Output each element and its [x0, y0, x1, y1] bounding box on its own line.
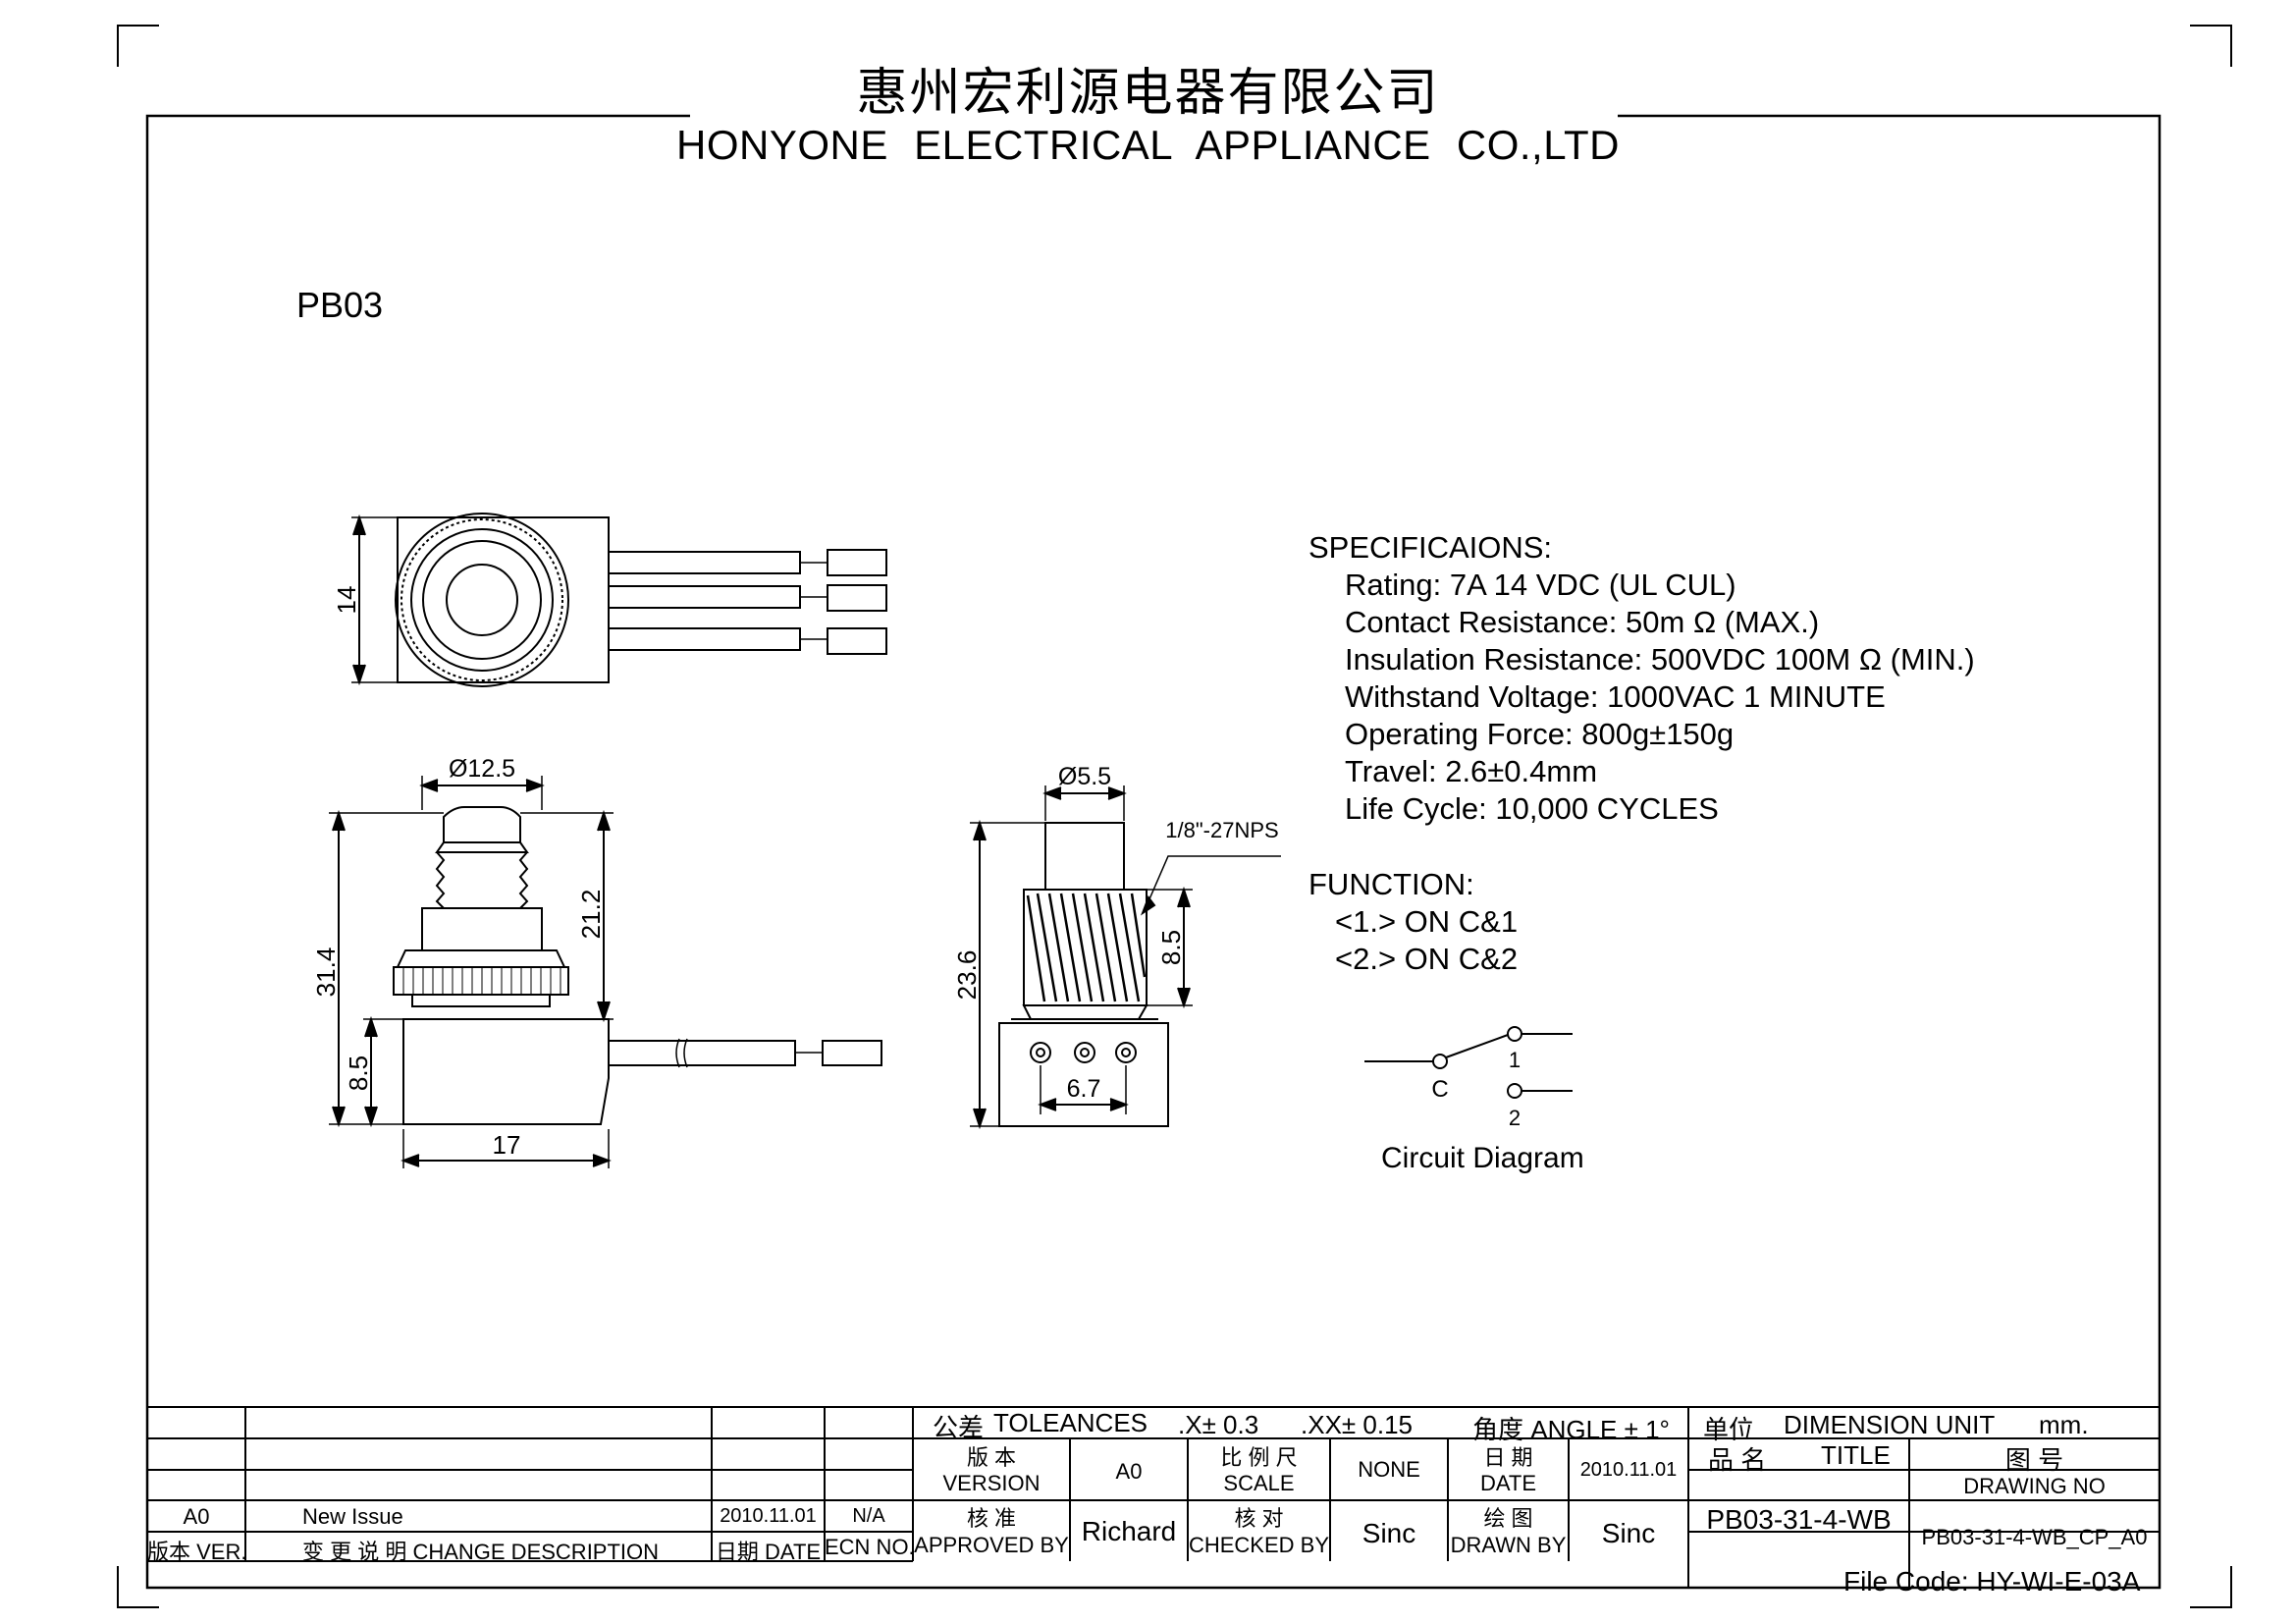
dim-width-top-label: 14 [332, 586, 361, 615]
circuit-pos1-label: 1 [1509, 1048, 1521, 1072]
function-heading: FUNCTION: [1308, 867, 1474, 901]
dim-upper-height-label: 21.2 [576, 890, 606, 940]
drawn-label: DRAWN BY [1450, 1533, 1567, 1557]
version-label: VERSION [942, 1471, 1041, 1495]
company-name-chinese: 惠州宏利源电器有限公司 [856, 64, 1440, 123]
revision-version: A0 [183, 1504, 210, 1529]
spec-insulation-resistance: Insulation Resistance: 500VDC 100M Ω (MI… [1345, 642, 1975, 677]
title-block-grid [147, 1406, 2160, 1588]
scale-label: SCALE [1223, 1471, 1295, 1495]
dim-body-height-label: 8.5 [344, 1056, 373, 1091]
dim-side-height-label: 23.6 [952, 950, 982, 1001]
revision-description: New Issue [302, 1504, 403, 1529]
drawing-frame [145, 114, 2162, 1590]
date-label-cn: 日 期 [1483, 1445, 1533, 1470]
dim-total-height-label: 31.4 [311, 947, 341, 998]
drawn-by-value: Sinc [1601, 1518, 1656, 1548]
company-name-english: HONYONE ELECTRICAL APPLIANCE CO.,LTD [676, 122, 1620, 168]
dim-body-width-label: 17 [493, 1130, 521, 1160]
function-line-2: <2.> ON C&2 [1335, 942, 1519, 976]
checked-by-value: Sinc [1362, 1518, 1416, 1548]
drawn-label-cn: 绘 图 [1483, 1506, 1533, 1531]
header-change-description: 变 更 说 明 CHANGE DESCRIPTION [302, 1540, 660, 1564]
angle-tolerance: 角度 ANGLE ± 1° [1472, 1415, 1670, 1444]
unit-label: DIMENSION UNIT [1784, 1410, 1996, 1439]
revision-date: 2010.11.01 [720, 1505, 817, 1527]
circuit-diagram [1364, 1026, 1573, 1099]
header-version: 版本 VER. [147, 1540, 247, 1564]
tolerance-x: .X± 0.3 [1178, 1410, 1259, 1439]
circuit-diagram-caption: Circuit Diagram [1381, 1142, 1584, 1174]
title-value: PB03-31-4-WB [1706, 1504, 1892, 1535]
spec-operating-force: Operating Force: 800g±150g [1345, 717, 1735, 751]
approved-by-value: Richard [1081, 1516, 1177, 1546]
header-ecn: ECN NO. [825, 1535, 915, 1559]
revision-ecn: N/A [852, 1505, 885, 1527]
top-view [351, 513, 887, 687]
approved-label: APPROVED BY [914, 1533, 1069, 1557]
function-line-1: <1.> ON C&1 [1335, 904, 1519, 939]
dim-head-dia-label: Ø12.5 [449, 755, 515, 783]
spec-withstand-voltage: Withstand Voltage: 1000VAC 1 MINUTE [1345, 679, 1886, 714]
circuit-common-label: C [1431, 1076, 1448, 1103]
spec-rating: Rating: 7A 14 VDC (UL CUL) [1345, 568, 1736, 602]
spec-life-cycle: Life Cycle: 10,000 CYCLES [1345, 791, 1719, 826]
unit-label-cn: 单位 [1703, 1415, 1755, 1444]
date-label: DATE [1479, 1471, 1537, 1495]
dim-pin-pitch-label: 6.7 [1067, 1075, 1101, 1103]
tolerance-xx: .XX± 0.15 [1301, 1410, 1414, 1439]
front-view [329, 776, 882, 1168]
title-label: TITLE [1821, 1440, 1891, 1470]
unit-value: mm. [2039, 1410, 2089, 1439]
side-view [970, 785, 1281, 1130]
drawing-no-value: PB03-31-4-WB_CP_A0 [1921, 1525, 2148, 1549]
spec-contact-resistance: Contact Resistance: 50m Ω (MAX.) [1345, 605, 1820, 639]
drawing-no-label: DRAWING NO [1963, 1474, 2106, 1498]
scale-value: NONE [1358, 1457, 1420, 1482]
drawing-no-label-cn: 图 号 [2004, 1445, 2064, 1475]
scale-label-cn: 比 例 尺 [1220, 1445, 1298, 1470]
checked-label: CHECKED BY [1188, 1533, 1330, 1557]
specifications-heading: SPECIFICAIONS: [1308, 530, 1553, 565]
approved-label-cn: 核 准 [966, 1506, 1017, 1531]
checked-label-cn: 核 对 [1234, 1506, 1284, 1531]
tolerance-label: TOLEANCES [993, 1408, 1148, 1437]
spec-travel: Travel: 2.6±0.4mm [1345, 754, 1598, 788]
tolerance-label-cn: 公差 [933, 1413, 985, 1442]
title-label-cn: 品 名 [1708, 1445, 1767, 1475]
dim-thread-label: 1/8"-27NPS [1165, 818, 1278, 842]
dim-plunger-dia-label: Ø5.5 [1058, 763, 1111, 790]
corner-marks [117, 25, 2232, 1608]
header-date: 日期 DATE [715, 1540, 822, 1564]
version-label-cn: 版 本 [966, 1445, 1017, 1470]
circuit-pos2-label: 2 [1509, 1106, 1521, 1130]
version-value: A0 [1115, 1459, 1143, 1484]
dim-thread-len-label: 8.5 [1156, 930, 1186, 965]
date-value: 2010.11.01 [1579, 1459, 1678, 1481]
file-code: File Code: HY-WI-E-03A [1843, 1566, 2141, 1597]
model-number: PB03 [296, 285, 384, 325]
